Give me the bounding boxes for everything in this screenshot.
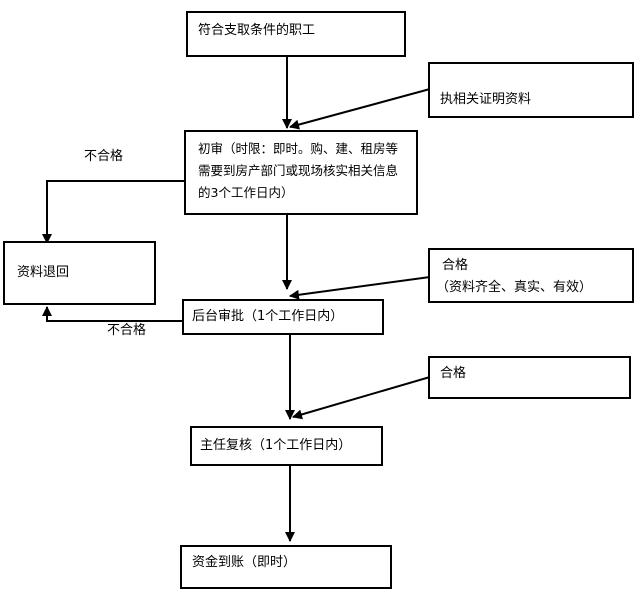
arrow-pass2-to-director-review bbox=[292, 376, 431, 420]
node-initial-review: 初审（时限：即时。购、建、租房等需要到房产部门或现场核实相关信息的3个工作日内） bbox=[184, 130, 418, 215]
arrow-backend-approval-fail-to-returned bbox=[42, 306, 182, 322]
node-eligible-employees-label: 符合支取条件的职工 bbox=[198, 23, 316, 38]
node-documents: 执相关证明资料 bbox=[428, 62, 634, 118]
node-documents-label: 执相关证明资料 bbox=[440, 92, 532, 107]
node-funds-arrival: 资金到账（即时） bbox=[180, 545, 392, 589]
node-initial-review-label: 初审（时限：即时。购、建、租房等需要到房产部门或现场核实相关信息的3个工作日内） bbox=[198, 141, 399, 200]
node-backend-approval: 后台审批（1个工作日内） bbox=[182, 299, 384, 335]
edge-label-fail-backend: 不合格 bbox=[107, 323, 146, 339]
node-backend-approval-label: 后台审批（1个工作日内） bbox=[192, 309, 344, 324]
node-pass2-label: 合格 bbox=[440, 366, 467, 381]
arrow-documents-to-initial-review bbox=[289, 88, 431, 130]
edge-label-fail-initial-text: 不合格 bbox=[84, 149, 124, 164]
edge-label-fail-initial: 不合格 bbox=[84, 149, 123, 165]
arrow-initial-review-fail-to-returned bbox=[42, 180, 184, 244]
node-director-review-label: 主任复核（1个工作日内） bbox=[200, 438, 352, 453]
node-pass1-detail: （资料齐全、真实、有效） bbox=[436, 280, 593, 295]
node-funds-arrival-label: 资金到账（即时） bbox=[192, 555, 297, 570]
node-eligible-employees: 符合支取条件的职工 bbox=[186, 11, 406, 57]
node-returned: 资料退回 bbox=[3, 241, 156, 305]
node-director-review: 主任复核（1个工作日内） bbox=[190, 426, 383, 466]
arrow-pass1-to-backend-approval bbox=[289, 276, 431, 300]
node-returned-label: 资料退回 bbox=[17, 265, 70, 280]
edge-label-fail-backend-text: 不合格 bbox=[107, 323, 147, 338]
node-pass1: 合格 （资料齐全、真实、有效） bbox=[428, 248, 634, 303]
node-pass2: 合格 bbox=[428, 356, 631, 399]
node-pass1-title: 合格 bbox=[442, 258, 469, 273]
